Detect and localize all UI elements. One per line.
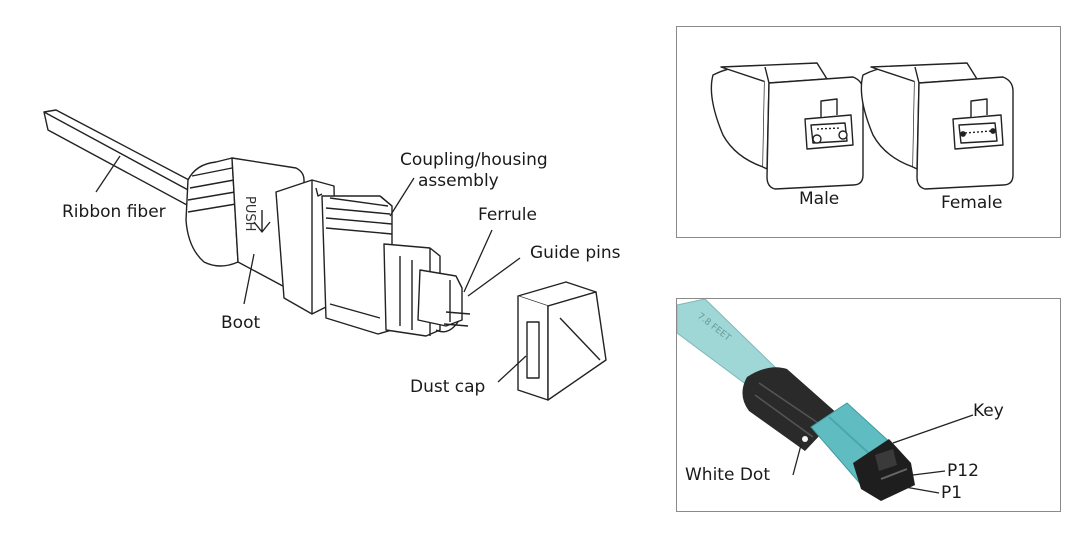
dust-cap-shape xyxy=(517,281,607,401)
label-coupling-line2: assembly xyxy=(418,171,499,191)
label-coupling-line1: Coupling/housing xyxy=(400,150,548,170)
mpo-connector-drawing: PUSH xyxy=(43,109,607,401)
label-p1: P1 xyxy=(941,483,963,503)
label-p12: P12 xyxy=(947,461,979,481)
mpo-photo-illustration: 7.8 FEET xyxy=(677,299,974,501)
ferrule-face-shape xyxy=(853,439,915,501)
label-ferrule: Ferrule xyxy=(478,205,537,225)
boot-push-marking: PUSH xyxy=(242,196,257,231)
ferrule-holder-shape xyxy=(383,243,471,337)
male-connector-shape xyxy=(710,62,864,190)
label-female: Female xyxy=(941,193,1003,213)
label-male: Male xyxy=(799,189,840,209)
photo-panel: 7.8 FEET Key White Dot P12 P1 xyxy=(676,298,1061,512)
label-boot: Boot xyxy=(221,313,261,333)
label-ribbon-fiber: Ribbon fiber xyxy=(62,202,166,222)
female-connector-shape xyxy=(860,62,1014,190)
white-dot-marker xyxy=(802,436,808,442)
photo-leader-lines xyxy=(792,414,974,494)
label-guide-pins: Guide pins xyxy=(530,243,621,263)
male-female-drawing xyxy=(710,62,1014,190)
gender-panel: Male Female xyxy=(676,26,1061,238)
label-dust-cap: Dust cap xyxy=(410,377,486,397)
ribbon-fiber-shape xyxy=(43,109,209,213)
label-key: Key xyxy=(973,401,1004,421)
coupling-shape xyxy=(321,195,393,335)
label-coupling: Coupling/housing assembly xyxy=(400,150,548,192)
label-white-dot: White Dot xyxy=(685,465,770,485)
leader-lines xyxy=(95,155,527,383)
